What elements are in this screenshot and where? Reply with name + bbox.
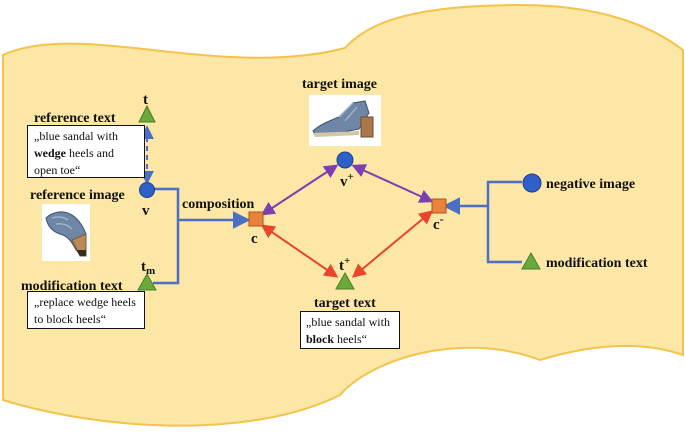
v-to-composition-line (152, 187, 180, 220)
tm-label: tm (141, 259, 155, 277)
reference-image (42, 204, 90, 261)
negative-image-node-circle (522, 173, 542, 193)
reference-text-label: reference text (34, 111, 116, 126)
v-label: v (142, 203, 150, 219)
t-label: t (143, 92, 148, 108)
reference-text-post: heels and open toe“ (34, 146, 114, 177)
target-text-box: „blue sandal with block heels“ (300, 311, 400, 349)
target-image (309, 95, 381, 146)
c-to-vplus-arrow (260, 164, 339, 216)
vplus-node-circle (336, 151, 354, 169)
reference-text-bold: wedge (34, 146, 66, 160)
vplus-label: v+ (340, 171, 354, 190)
cminus-label: c- (433, 212, 444, 233)
target-text-bold: block (306, 332, 335, 346)
target-text-label: target text (314, 296, 376, 311)
reference-shoe-illustration (42, 204, 90, 261)
tm-node-triangle (137, 272, 157, 291)
cminus-label-base: c (433, 217, 440, 233)
c-to-tplus-arrow (260, 224, 339, 278)
right-modification-text-triangle (521, 251, 541, 270)
negative-inputs-line (486, 180, 522, 264)
tplus-node-triangle (335, 271, 355, 290)
target-text-pre: „blue sandal with (306, 315, 390, 329)
tm-to-composition-line (153, 220, 180, 285)
cminus-to-tplus-arrow (351, 210, 434, 278)
target-image-label: target image (302, 77, 377, 92)
background-scroll-shape (1, 3, 684, 427)
modification-text-box: „replace wedge heels to block heels“ (27, 291, 145, 329)
target-text-post: heels“ (334, 332, 367, 346)
vplus-label-base: v (340, 174, 348, 190)
tplus-label-base: t (339, 258, 344, 274)
tm-label-base: t (141, 259, 146, 275)
t-node-triangle (138, 104, 156, 123)
vplus-label-sup: + (348, 171, 354, 183)
tm-label-sub: m (146, 265, 155, 277)
c-label: c (251, 231, 258, 247)
reference-text-box: „blue sandal with wedge heels and open t… (27, 125, 145, 178)
cminus-node-square (431, 198, 447, 214)
tplus-label: t+ (339, 255, 350, 274)
modification-text-label-right: modification text (546, 256, 648, 271)
modification-text-label-left: modification text (21, 279, 123, 294)
reference-text-pre: „blue sandal with (34, 129, 118, 143)
v-node-circle (139, 182, 155, 198)
cminus-label-sup: - (440, 212, 444, 226)
negative-image-label: negative image (546, 177, 635, 192)
reference-image-label: reference image (30, 188, 125, 203)
c-node-square (248, 211, 264, 227)
composition-label: composition (182, 197, 255, 212)
target-shoe-illustration (309, 95, 381, 146)
tplus-label-sup: + (344, 255, 350, 267)
modification-text-content: „replace wedge heels to block heels“ (34, 295, 136, 326)
cminus-to-vplus-arrow (351, 164, 434, 203)
